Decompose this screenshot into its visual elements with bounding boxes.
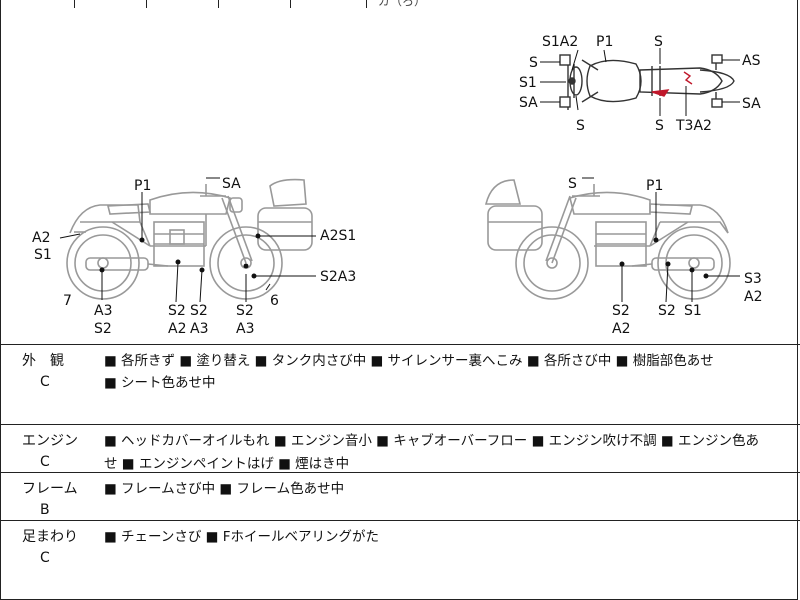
label-s1a2: S1A2 xyxy=(542,34,578,50)
row-grade: C xyxy=(40,454,50,470)
left-view-leaders xyxy=(59,177,316,303)
header-cell xyxy=(74,0,147,8)
label-s2: S2 xyxy=(94,321,112,337)
row-description: ■ ヘッドカバーオイルもれ ■ エンジン音小 ■ キャブオーバーフロー ■ エン… xyxy=(104,430,794,452)
row-description: ■ フレームさび中 ■ フレーム色あせ中 xyxy=(104,478,794,500)
top-view-bike xyxy=(559,54,735,110)
label-s2: S2 xyxy=(236,303,254,319)
label-s: S xyxy=(655,118,664,134)
top-view-leaders xyxy=(540,48,740,116)
label-as: AS xyxy=(742,53,761,69)
motorcycle-diagram-svg: S1A2 P1 S AS S S1 SA SA S S T3A2 xyxy=(32,34,762,337)
row-grade: C xyxy=(40,550,50,566)
row-category: 外 観 xyxy=(22,353,64,369)
header-cell xyxy=(146,0,219,8)
right-side-bike xyxy=(484,179,731,300)
label-s: S xyxy=(529,55,538,71)
label-s2: S2 xyxy=(168,303,186,319)
header-strip: ガ（ろ） xyxy=(0,0,800,8)
left-view-dots xyxy=(99,233,261,279)
row-category: 足まわり xyxy=(22,529,78,545)
description-line: ■ チェーンさび ■ Fホイールベアリングがた xyxy=(104,529,379,545)
label-s2: S2 xyxy=(658,303,676,319)
label-a2: A2 xyxy=(168,321,186,337)
label-a2: A2 xyxy=(32,230,50,246)
label-p1: P1 xyxy=(134,178,151,194)
description-line: ■ フレームさび中 ■ フレーム色あせ中 xyxy=(104,481,345,497)
label-s: S xyxy=(576,118,585,134)
label-sa: SA xyxy=(742,96,761,112)
label-sa: SA xyxy=(519,95,538,111)
label-p1: P1 xyxy=(646,178,663,194)
label-a3: A3 xyxy=(236,321,254,337)
label-sa: SA xyxy=(222,176,241,192)
label-s1: S1 xyxy=(684,303,702,319)
label-t3a2: T3A2 xyxy=(675,118,712,134)
left-side-bike xyxy=(66,178,313,300)
row-description: ■ 各所きず ■ 塗り替え ■ タンク内さび中 ■ サイレンサー裏へこみ ■ 各… xyxy=(104,350,794,394)
description-line: ■ ヘッドカバーオイルもれ ■ エンジン音小 ■ キャブオーバーフロー ■ エン… xyxy=(104,433,759,449)
label-s1: S1 xyxy=(519,75,537,91)
header-fragment: ガ（ろ） xyxy=(378,0,427,8)
right-view-dots xyxy=(619,237,709,279)
label-s3: S3 xyxy=(744,271,762,287)
header-cell xyxy=(0,0,75,8)
label-a2s1: A2S1 xyxy=(320,228,356,244)
label-s2: S2 xyxy=(190,303,208,319)
damage-diagram: S1A2 P1 S AS S S1 SA SA S S T3A2 xyxy=(0,8,800,345)
label-s2a3: S2A3 xyxy=(320,269,356,285)
condition-row-engine: エンジン C ■ ヘッドカバーオイルもれ ■ エンジン音小 ■ キャブオーバーフ… xyxy=(0,424,800,473)
label-a2: A2 xyxy=(744,289,762,305)
label-a3: A3 xyxy=(94,303,112,319)
row-grade: B xyxy=(40,502,50,518)
label-s: S xyxy=(568,176,577,192)
condition-row-frame: フレーム B ■ フレームさび中 ■ フレーム色あせ中 xyxy=(0,472,800,521)
label-7: 7 xyxy=(63,293,72,309)
label-s2: S2 xyxy=(612,303,630,319)
header-cell xyxy=(290,0,367,8)
row-grade: C xyxy=(40,374,50,390)
header-cell xyxy=(218,0,291,8)
label-s: S xyxy=(654,34,663,50)
label-a2: A2 xyxy=(612,321,630,337)
label-6: 6 xyxy=(270,293,279,309)
label-p1: P1 xyxy=(596,34,613,50)
row-description: ■ チェーンさび ■ Fホイールベアリングがた xyxy=(104,526,794,548)
label-s1: S1 xyxy=(34,247,52,263)
description-line: ■ シート色あせ中 xyxy=(104,375,216,391)
row-category: フレーム xyxy=(22,481,78,497)
description-line: せ ■ エンジンペイントはげ ■ 煙はき中 xyxy=(104,456,350,472)
right-view-leaders xyxy=(582,177,740,303)
label-a3: A3 xyxy=(190,321,208,337)
condition-row-exterior: 外 観 C ■ 各所きず ■ 塗り替え ■ タンク内さび中 ■ サイレンサー裏へ… xyxy=(0,344,800,425)
row-category: エンジン xyxy=(22,433,78,449)
description-line: ■ 各所きず ■ 塗り替え ■ タンク内さび中 ■ サイレンサー裏へこみ ■ 各… xyxy=(104,353,714,369)
condition-row-suspension: 足まわり C ■ チェーンさび ■ Fホイールベアリングがた xyxy=(0,520,800,600)
